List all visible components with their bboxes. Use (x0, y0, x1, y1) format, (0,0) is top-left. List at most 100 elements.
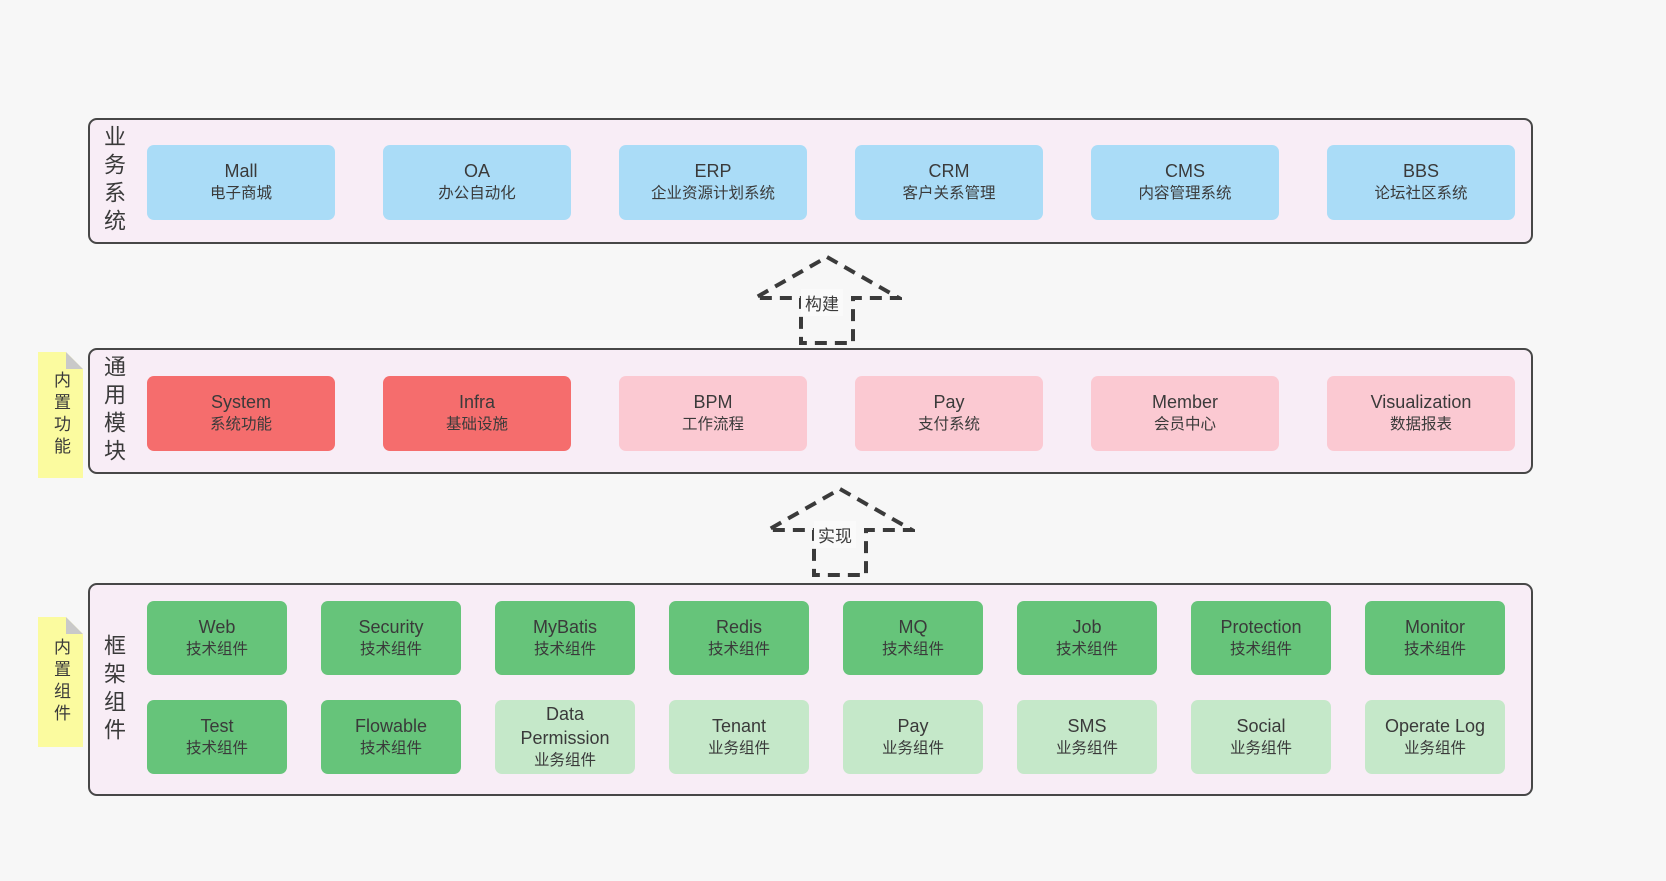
box-oa: OA 办公自动化 (383, 145, 571, 220)
dashed-up-arrow-icon (765, 486, 915, 577)
box-subtitle: 会员中心 (1153, 416, 1216, 434)
box-social: Social 业务组件 (1191, 700, 1331, 774)
box-redis: Redis 技术组件 (669, 601, 809, 675)
box-subtitle: 数据报表 (1389, 416, 1452, 434)
box-title: System (210, 392, 271, 413)
box-title: Social (1236, 715, 1286, 736)
box-title: Pay (897, 715, 929, 736)
business-side-label: 业务系统 (101, 125, 126, 237)
box-subtitle: 技术组件 (359, 640, 422, 658)
box-title: Job (1072, 616, 1102, 637)
arrow-build: 构建 (752, 254, 902, 346)
box-subtitle: 支付系统 (917, 416, 980, 434)
box-title: CMS (1165, 161, 1205, 182)
box-title: OA (463, 161, 490, 182)
box-subtitle: 内容管理系统 (1138, 185, 1232, 203)
sticky-note-label: 内置组件 (51, 638, 70, 726)
box-subtitle: 客户关系管理 (902, 185, 996, 203)
components-side-label: 框架组件 (101, 633, 126, 746)
box-title: BBS (1402, 161, 1440, 182)
box-data-permission: Data Permission 业务组件 (495, 700, 635, 774)
box-title: MyBatis (532, 616, 597, 637)
box-flowable: Flowable 技术组件 (321, 700, 461, 774)
box-subtitle: 业务组件 (1055, 739, 1118, 757)
sticky-note-builtin-features: 内置功能 (38, 352, 83, 478)
box-subtitle: 技术组件 (185, 739, 248, 757)
box-title: Monitor (1404, 616, 1466, 637)
box-title: Redis (715, 616, 763, 637)
box-subtitle: 业务组件 (533, 751, 596, 769)
box-title: Protection (1220, 616, 1302, 637)
box-title: MQ (898, 616, 928, 637)
box-monitor: Monitor 技术组件 (1365, 601, 1505, 675)
box-subtitle: 系统功能 (209, 416, 272, 434)
box-title: Member (1151, 392, 1218, 413)
box-test: Test 技术组件 (147, 700, 287, 774)
box-operate-log: Operate Log 业务组件 (1365, 700, 1505, 774)
box-subtitle: 办公自动化 (438, 185, 516, 203)
box-member: Member 会员中心 (1091, 376, 1279, 451)
box-pay: Pay 支付系统 (855, 376, 1043, 451)
box-subtitle: 技术组件 (707, 640, 770, 658)
box-title: CRM (928, 161, 970, 182)
box-title: Security (358, 616, 424, 637)
box-subtitle: 技术组件 (881, 640, 944, 658)
box-protection: Protection 技术组件 (1191, 601, 1331, 675)
box-title: Data Permission (520, 704, 610, 748)
box-job: Job 技术组件 (1017, 601, 1157, 675)
box-subtitle: 技术组件 (1229, 640, 1292, 658)
box-title: Infra (458, 392, 496, 413)
box-title: Flowable (354, 715, 428, 736)
box-web: Web 技术组件 (147, 601, 287, 675)
box-infra: Infra 基础设施 (383, 376, 571, 451)
box-cms: CMS 内容管理系统 (1091, 145, 1279, 220)
box-mybatis: MyBatis 技术组件 (495, 601, 635, 675)
arrow-label: 构建 (800, 289, 843, 316)
box-title: SMS (1067, 715, 1107, 736)
box-pay: Pay 业务组件 (843, 700, 983, 774)
box-subtitle: 技术组件 (1055, 640, 1118, 658)
arrow-label: 实现 (813, 521, 856, 548)
box-title: Pay (933, 392, 965, 413)
box-security: Security 技术组件 (321, 601, 461, 675)
box-title: Tenant (711, 715, 767, 736)
arrow-implement: 实现 (765, 486, 915, 578)
box-sms: SMS 业务组件 (1017, 700, 1157, 774)
dashed-up-arrow-icon (752, 254, 902, 345)
box-title: Test (200, 715, 234, 736)
components-box-row-2: Test 技术组件 Flowable 技术组件 Data Permission 业务组件 T… (147, 700, 1505, 774)
box-visualization: Visualization 数据报表 (1327, 376, 1515, 451)
modules-side-label: 通用模块 (101, 355, 126, 467)
box-subtitle: 电子商城 (209, 185, 272, 203)
box-subtitle: 技术组件 (1403, 640, 1466, 658)
box-subtitle: 论坛社区系统 (1374, 185, 1468, 203)
sticky-note-label: 内置功能 (51, 371, 70, 459)
box-subtitle: 业务组件 (881, 739, 944, 757)
box-subtitle: 业务组件 (1229, 739, 1292, 757)
box-subtitle: 企业资源计划系统 (650, 185, 775, 203)
sticky-note-builtin-components: 内置组件 (38, 617, 83, 747)
box-subtitle: 工作流程 (681, 416, 744, 434)
box-title: Visualization (1370, 392, 1472, 413)
box-crm: CRM 客户关系管理 (855, 145, 1043, 220)
box-subtitle: 基础设施 (445, 416, 508, 434)
box-subtitle: 业务组件 (1403, 739, 1466, 757)
box-system: System 系统功能 (147, 376, 335, 451)
box-subtitle: 技术组件 (185, 640, 248, 658)
box-title: Operate Log (1384, 715, 1486, 736)
box-subtitle: 技术组件 (359, 739, 422, 757)
box-subtitle: 技术组件 (533, 640, 596, 658)
box-mq: MQ 技术组件 (843, 601, 983, 675)
box-title: Web (198, 616, 236, 637)
